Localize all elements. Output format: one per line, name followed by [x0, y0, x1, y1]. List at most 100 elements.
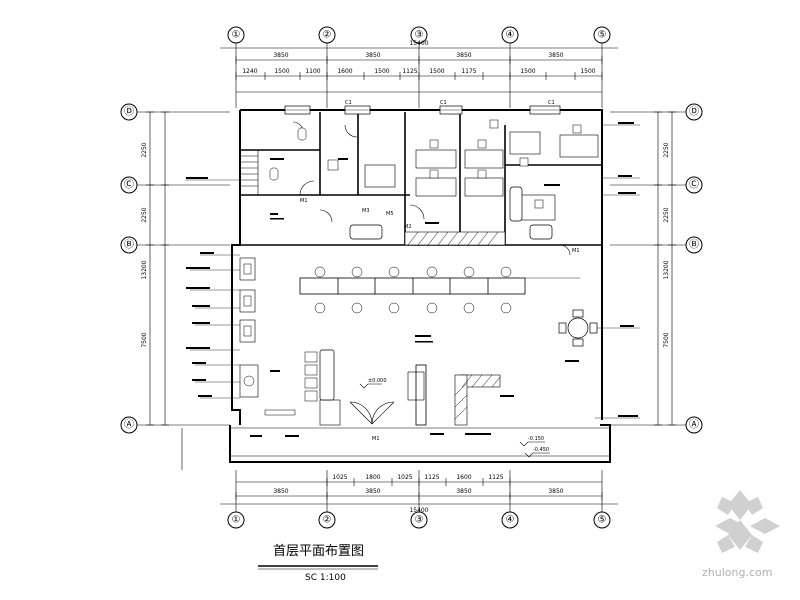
- door-label-m5: M5: [386, 211, 394, 217]
- watermark-text: zhulong.com: [702, 566, 772, 579]
- top-dim-sub-8: 1175: [461, 68, 476, 75]
- bottom-dimension-strings: [220, 478, 618, 505]
- axis-bubble-1-top: ①: [227, 26, 245, 44]
- top-dim-sub-9: 1500: [520, 68, 535, 75]
- top-dim-sub-4: 1600: [337, 68, 352, 75]
- bottom-dim-3: 3850: [456, 488, 471, 495]
- bottom-dim-sub-4: 1125: [424, 474, 439, 481]
- top-dim-sub-1: 1240: [242, 68, 257, 75]
- svg-text:①: ①: [232, 30, 241, 41]
- service-bay-icons: [243, 263, 255, 387]
- side-dimension-strings: [146, 111, 676, 470]
- axis-bubble-5-top: ⑤: [593, 26, 611, 44]
- top-dim-sub-2: 1500: [274, 68, 289, 75]
- svg-text:①: ①: [232, 515, 241, 526]
- axis-bubble-4-bottom: ④: [501, 511, 519, 529]
- left-dim-3: 13200: [141, 260, 148, 279]
- svg-text:Ⓐ: Ⓐ: [689, 419, 699, 431]
- axis-bubbles-left: Ⓓ Ⓒ Ⓑ Ⓐ: [120, 103, 138, 434]
- svg-text:③: ③: [415, 515, 424, 526]
- window-label-c1-c: C1: [548, 100, 555, 106]
- entry-canopy: [230, 427, 610, 457]
- left-dim-1: 2250: [141, 142, 148, 157]
- svg-text:Ⓓ: Ⓓ: [689, 106, 699, 118]
- watermark-logo: [715, 490, 780, 553]
- top-dimension-strings: [220, 47, 618, 93]
- top-dim-sub-7: 1500: [429, 68, 444, 75]
- top-dim-sub-3: 1100: [305, 68, 320, 75]
- svg-text:Ⓐ: Ⓐ: [124, 419, 134, 431]
- bottom-dim-sub-2: 1800: [365, 474, 380, 481]
- axis-bubble-2-bottom: ②: [318, 511, 336, 529]
- top-dim-2: 3850: [365, 52, 380, 59]
- axis-bubble-d-left: Ⓓ: [120, 103, 138, 121]
- drawing-scale: SC 1:100: [305, 573, 346, 583]
- elevation-marks: ±0.000 -0.150 -0.450: [359, 378, 550, 458]
- bottom-dim-sub-1: 1025: [332, 474, 347, 481]
- svg-text:Ⓓ: Ⓓ: [124, 106, 134, 118]
- door-label-m1-b: M1: [300, 198, 308, 204]
- axis-bubbles-bottom: ① ② ③ ④ ⑤: [227, 511, 611, 529]
- bottom-dim-sub-6: 1125: [488, 474, 503, 481]
- left-dim-4: 7500: [141, 332, 148, 347]
- svg-text:④: ④: [506, 30, 515, 41]
- room-text-marks: [250, 158, 579, 437]
- stair-block: [239, 149, 259, 196]
- wc-fixtures: [269, 127, 339, 181]
- svg-text:②: ②: [323, 30, 332, 41]
- right-dim-2: 2250: [663, 207, 670, 222]
- axis-bubble-a-left: Ⓐ: [120, 416, 138, 434]
- hatch-lines: [407, 231, 501, 420]
- axis-bubble-1-bottom: ①: [227, 511, 245, 529]
- right-dim-4: 7500: [663, 332, 670, 347]
- bottom-dim-sub-5: 1600: [456, 474, 471, 481]
- axis-bubble-4-top: ④: [501, 26, 519, 44]
- svg-text:Ⓑ: Ⓑ: [124, 239, 134, 251]
- elevation-entry: ±0.000: [368, 378, 387, 384]
- teller-counter: [299, 277, 526, 295]
- right-dim-3: 13200: [663, 260, 670, 279]
- top-dim-sub-10: 1500: [580, 68, 595, 75]
- svg-text:②: ②: [323, 515, 332, 526]
- svg-text:⑤: ⑤: [598, 30, 607, 41]
- bottom-dim-2: 3850: [365, 488, 380, 495]
- axis-bubble-3-top: ③: [410, 26, 428, 44]
- axis-bubbles-right: Ⓓ Ⓒ Ⓑ Ⓐ: [685, 103, 703, 434]
- door-label-m1-c: M1: [572, 248, 580, 254]
- office-chairs: [429, 119, 582, 209]
- top-dim-3: 3850: [456, 52, 471, 59]
- svg-text:④: ④: [506, 515, 515, 526]
- axis-bubble-b-right: Ⓑ: [685, 236, 703, 254]
- axis-bubble-3-bottom: ③: [410, 511, 428, 529]
- leader-label-marks-left: [186, 177, 214, 397]
- entry-column: [415, 364, 427, 426]
- office-desks: [364, 131, 599, 221]
- door-swings: [292, 121, 571, 425]
- left-dim-2: 2250: [141, 207, 148, 222]
- svg-text:⑤: ⑤: [598, 515, 607, 526]
- axis-bubble-c-right: Ⓒ: [685, 176, 703, 194]
- left-service-bays: [239, 257, 259, 398]
- axis-bubbles-top: ① ② ③ ④ ⑤: [227, 26, 611, 44]
- axis-bubble-2-top: ②: [318, 26, 336, 44]
- round-table: [558, 309, 598, 347]
- total-width-dim-top: 15400: [409, 40, 428, 47]
- elevation-ground: -0.450: [533, 447, 549, 453]
- leader-lines-left: [185, 179, 240, 399]
- top-dim-4: 3850: [548, 52, 563, 59]
- svg-text:Ⓒ: Ⓒ: [689, 179, 699, 191]
- bottom-dim-sub-3: 1025: [397, 474, 412, 481]
- drawing-title: 首层平面布置图: [273, 544, 364, 559]
- top-dim-sub-5: 1500: [374, 68, 389, 75]
- axis-bubble-c-left: Ⓒ: [120, 176, 138, 194]
- axis-bubble-5-bottom: ⑤: [593, 511, 611, 529]
- svg-text:Ⓒ: Ⓒ: [124, 179, 134, 191]
- top-dim-1: 3850: [273, 52, 288, 59]
- bottom-dim-4: 3850: [548, 488, 563, 495]
- axis-bubble-a-right: Ⓐ: [685, 416, 703, 434]
- axis-extension-lines: [137, 43, 686, 512]
- leader-lines-right: [525, 124, 640, 419]
- total-width-dim-bottom: 15400: [409, 507, 428, 514]
- axis-bubble-d-right: Ⓓ: [685, 103, 703, 121]
- elevation-terrace: -0.150: [528, 436, 544, 442]
